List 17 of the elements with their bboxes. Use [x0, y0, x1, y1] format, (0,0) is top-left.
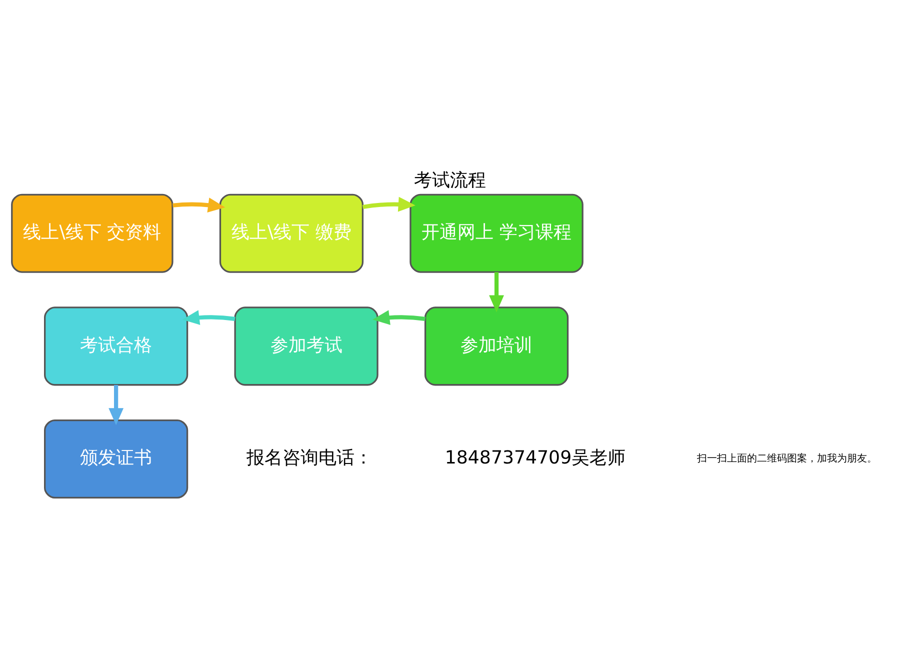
- node-box: 参加培训: [424, 306, 569, 386]
- node-box: 颁发证书: [44, 419, 188, 499]
- node-box: 线上\线下 缴费: [219, 194, 364, 273]
- node-box: 参加考试: [234, 306, 378, 386]
- arrow: [372, 310, 426, 325]
- node-box: 线上\线下 交资料: [11, 194, 174, 273]
- label: 18487374709吴老师: [444, 448, 626, 469]
- arrow: [489, 272, 504, 312]
- arrow: [172, 198, 226, 212]
- node-box: 开通网上 学习课程: [410, 194, 584, 273]
- label: 扫一扫上面的二维码图案，加我为朋友。: [697, 454, 878, 465]
- node-box: 考试合格: [44, 306, 188, 386]
- arrow: [108, 384, 124, 426]
- diagram-title: 考试流程: [414, 170, 486, 192]
- arrow: [362, 196, 416, 212]
- label: 报名咨询电话：: [246, 448, 373, 469]
- arrow: [182, 310, 236, 325]
